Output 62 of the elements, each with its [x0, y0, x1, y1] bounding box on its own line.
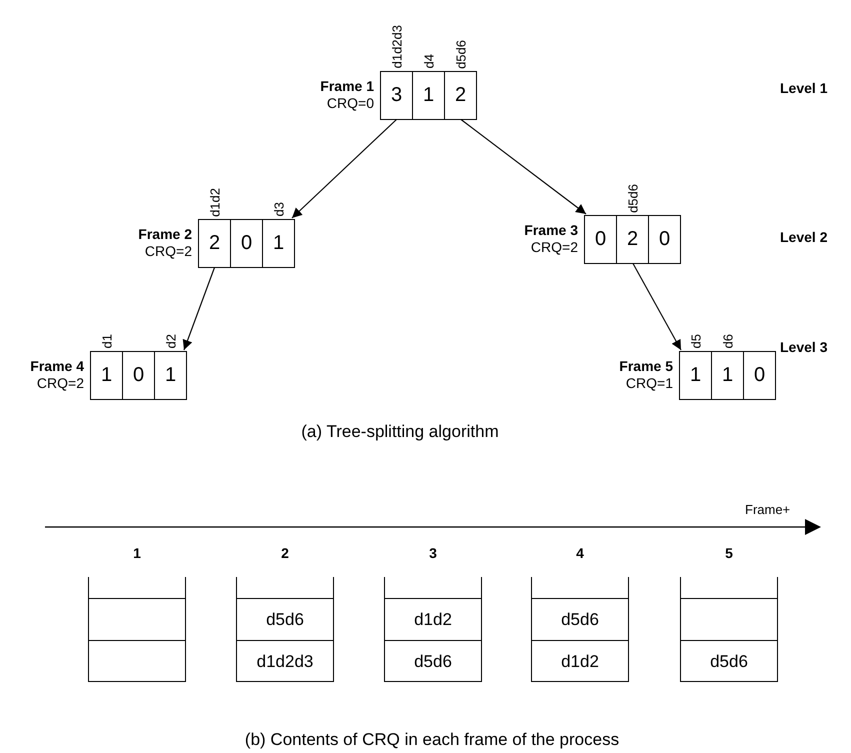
frame-number: 5 — [725, 545, 733, 561]
counter-value: 1 — [722, 364, 734, 386]
arrow — [632, 263, 682, 350]
frame-number: 2 — [281, 545, 289, 561]
counter-value: 0 — [594, 228, 606, 250]
device-label: d1 — [99, 334, 114, 348]
arrow — [182, 267, 216, 350]
queue-count: CRQ=2 — [144, 243, 192, 260]
device-label: d3 — [271, 202, 286, 216]
counter-cell — [584, 214, 617, 264]
device-label: d6 — [720, 334, 735, 348]
counter-value: 0 — [754, 364, 766, 386]
axis-label: Frame+ — [745, 502, 790, 517]
arrow — [460, 119, 586, 214]
frame-number: 3 — [429, 545, 437, 561]
counter-cell — [231, 218, 263, 268]
frame-label: Frame 3 — [523, 222, 578, 239]
counter-value: 2 — [626, 228, 638, 250]
counter-value: 1 — [164, 364, 176, 386]
counter-cell — [744, 350, 776, 400]
frame-number: 4 — [576, 545, 584, 561]
queue-entry: d5d6 — [710, 652, 748, 672]
arrow — [292, 119, 397, 218]
caption: (b) Contents of CRQ in each frame of the process — [244, 730, 620, 750]
device-label: d4 — [421, 54, 436, 68]
frame-label: Frame 1 — [319, 78, 374, 95]
device-label: d5 — [688, 334, 703, 348]
level-label: Level 3 — [780, 339, 828, 355]
device-label: d2 — [163, 334, 178, 348]
counter-cell — [649, 214, 681, 264]
frame-label: Frame 5 — [618, 358, 673, 375]
level-label: Level 1 — [780, 80, 828, 96]
counter-cell — [123, 350, 155, 400]
device-label: d1d2d3 — [389, 25, 404, 68]
frame-label: Frame 4 — [29, 358, 84, 375]
counter-value: 2 — [208, 232, 220, 254]
caption: (a) Tree-splitting algorithm — [301, 422, 499, 442]
counter-value: 1 — [690, 364, 702, 386]
queue-entry: d5d6 — [414, 652, 452, 672]
frame-number: 1 — [133, 545, 141, 561]
queue-count: CRQ=2 — [530, 239, 578, 256]
queue-entry: d1d2 — [561, 652, 599, 672]
queue-count: CRQ=2 — [36, 375, 84, 392]
device-label: d5d6 — [625, 184, 640, 212]
queue-entry: d1d2d3 — [256, 652, 314, 672]
queue-count: CRQ=0 — [326, 95, 374, 112]
queue-count: CRQ=1 — [624, 375, 673, 392]
counter-value: 2 — [454, 84, 466, 106]
counter-value: 0 — [240, 232, 252, 254]
queue-entry: d5d6 — [561, 610, 599, 630]
level-label: Level 2 — [780, 229, 828, 245]
frame-label: Frame 2 — [137, 226, 192, 243]
counter-value: 1 — [422, 84, 434, 106]
counter-value: 0 — [132, 364, 144, 386]
counter-value: 1 — [100, 364, 112, 386]
queue-entry: d5d6 — [266, 610, 304, 630]
counter-value: 0 — [658, 228, 670, 250]
queue-entry: d1d2 — [414, 610, 452, 630]
counter-value: 1 — [272, 232, 284, 254]
device-label: d5d6 — [453, 40, 468, 68]
device-label: d1d2 — [207, 188, 222, 216]
counter-value: 3 — [390, 84, 402, 106]
